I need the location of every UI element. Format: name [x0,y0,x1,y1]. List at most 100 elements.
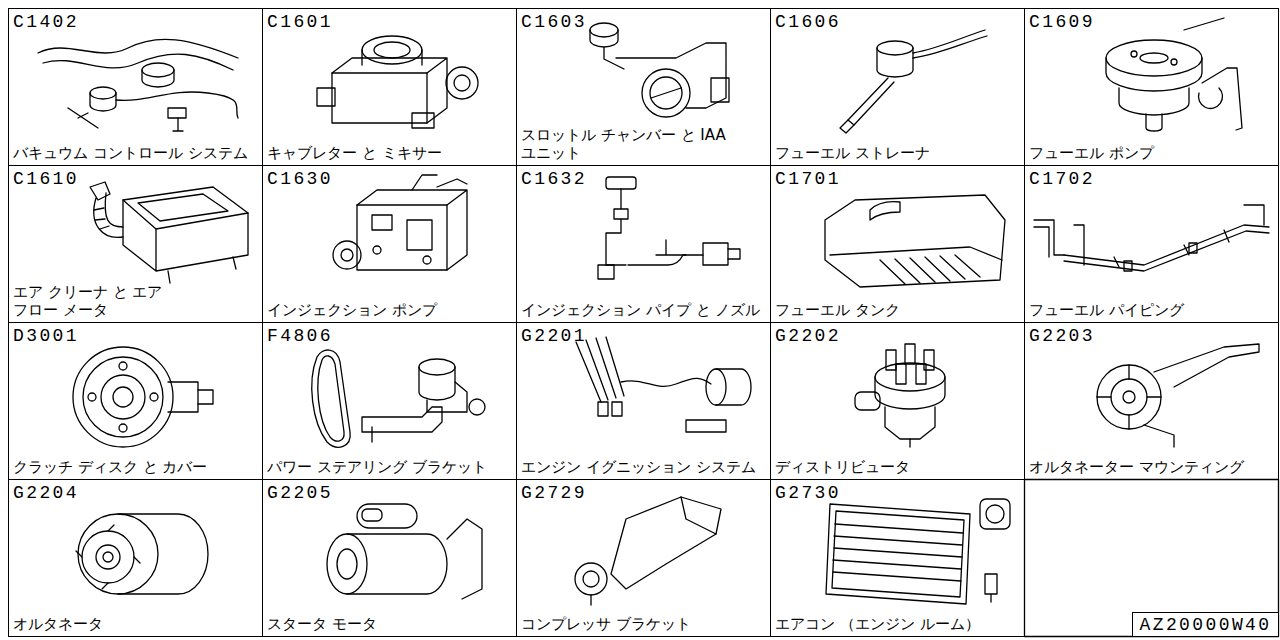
part-name: エアコン （エンジン ルーム） [775,615,980,633]
catalog-cell: C1630インジェクション ポンプ [262,165,517,323]
distributor [886,350,896,370]
clutch-disc [168,382,198,412]
part-name: クラッチ ディスク と カバー [13,458,207,476]
clutch-disc [119,362,127,370]
part-code: C1606 [775,12,841,32]
starter-motor [327,534,367,594]
aircon-condenser [980,499,1010,529]
fuel-pump [1106,58,1202,91]
injection-pipes [598,177,740,279]
distributor [855,392,880,410]
fuel-pump [1184,18,1242,130]
ignition-system [576,337,624,402]
distributor [905,344,915,364]
aircon-condenser [832,511,964,597]
part-code: C1609 [1029,12,1095,32]
catalog-cell: C1402 バキュウム コントロール システム [8,8,263,166]
fuel-pump [1131,51,1137,57]
injection-pipes [598,265,614,279]
carburetor [446,67,478,99]
fuel-pump [1119,88,1189,115]
aircon-condenser [826,504,970,604]
vacuum-hoses [38,39,238,131]
alternator-mounting [1097,365,1161,429]
fuel-piping [1124,261,1132,271]
part-code: D3001 [13,326,79,346]
part-code: C1632 [521,169,587,189]
carburetor [362,36,422,64]
fuel-piping [1074,225,1084,265]
part-name: スロットル チャンバー と IAA ユニット [521,126,736,162]
part-name: フューエル ポンプ [1029,144,1154,162]
injection-pipes [606,189,628,265]
vacuum-hoses [168,108,186,118]
figure-number: AZ20000W40 [1139,615,1271,635]
distributor [916,364,926,384]
fuel-strainer [877,48,913,77]
fuel-piping [1034,205,1269,271]
part-code: G2201 [521,326,587,346]
catalog-cell: G2204オルタネータ [8,479,263,637]
fuel-piping [1189,243,1197,253]
catalog-cell: G2729コンプレッサ ブラケット [516,479,771,637]
alternator-mounting [1144,425,1174,447]
starter-motor [357,504,417,528]
clutch-disc [101,375,145,419]
vacuum-hoses [142,70,174,87]
throttle-chamber [642,69,690,117]
injection-pipes [656,240,686,255]
fuel-piping [1244,205,1264,225]
fuel-pump [1198,88,1222,108]
air-cleaner [94,208,109,229]
injection-pipes [628,255,703,265]
starter-motor [337,549,357,579]
compressor-bracket [681,497,716,534]
part-name: オルタネーター マウンティング [1029,458,1244,476]
injection-pump [407,220,432,250]
fuel-strainer [913,36,987,58]
distributor [909,439,910,447]
air-cleaner [90,182,248,283]
part-name: パワー ステアリング ブラケット [267,458,487,476]
part-name: コンプレッサ ブラケット [521,615,691,633]
carburetor [362,50,422,65]
clutch-disc [73,347,173,447]
part-name: キャブレター と ミキサー [267,144,442,162]
vacuum-hoses [90,93,116,111]
part-name: エア クリーナ と エア フロー メータ [13,283,173,319]
steering-pump [312,350,350,447]
fuel-strainer [840,120,854,133]
injection-pipes [703,243,728,265]
throttle-chamber [651,88,681,98]
starter-motor [362,509,382,521]
part-code: F4806 [267,326,333,346]
alternator-mounting [1111,379,1147,415]
part-name: フューエル パイピング [1029,301,1184,319]
vacuum-hoses [142,63,174,77]
fuel-strainer [877,41,913,55]
catalog-cell: C1609 フューエル ポンプ [1024,8,1279,166]
ignition-system [621,378,711,386]
part-code: C1402 [13,12,79,32]
injection-pump [357,205,447,270]
fuel-strainer [848,78,894,125]
carburetor [454,75,470,91]
catalog-cell: G2203オルタネーター マウンティング [1024,322,1279,480]
part-name: ディストリビュータ [775,458,910,476]
air-cleaner [123,200,248,271]
part-name: バキュウム コントロール システム [13,144,248,162]
part-code: G2204 [13,483,79,503]
fuel-strainer [913,30,985,53]
clutch-disc [119,424,127,432]
throttle-chamber [650,77,682,109]
catalog-cell: C1606フューエル ストレーナ [770,8,1025,166]
part-code: C1630 [267,169,333,189]
steering-pump [427,382,467,412]
starter-motor [347,534,447,594]
aircon-condenser [826,499,1010,604]
injection-pump [333,241,361,269]
compressor-bracket [575,563,607,595]
